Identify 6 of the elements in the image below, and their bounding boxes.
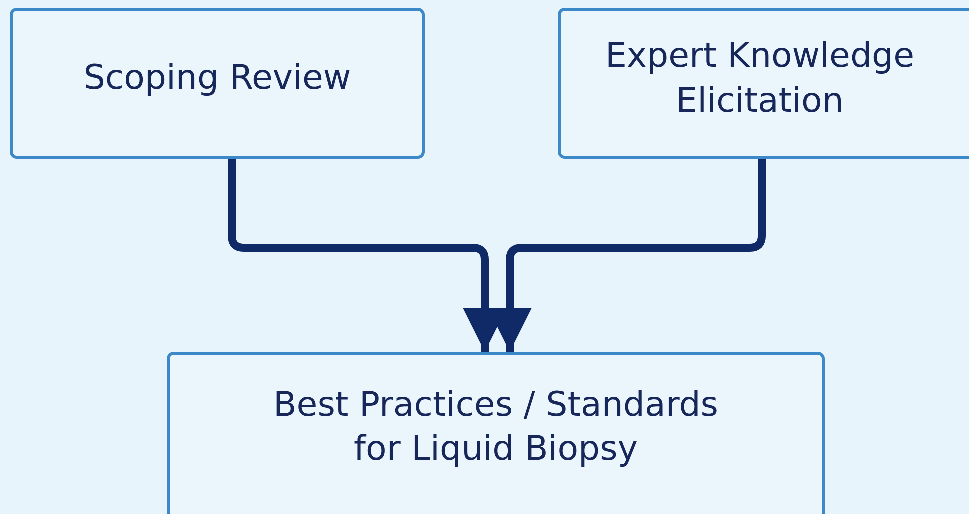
process-box xyxy=(10,8,425,159)
box-label: Best Practices / Standards for Liquid Biopsy xyxy=(272,384,720,471)
process-box xyxy=(167,352,825,514)
process-box xyxy=(558,8,969,159)
box-label: Scoping Review xyxy=(84,57,352,100)
box-label: Expert Knowledge Elicitation xyxy=(604,35,916,122)
